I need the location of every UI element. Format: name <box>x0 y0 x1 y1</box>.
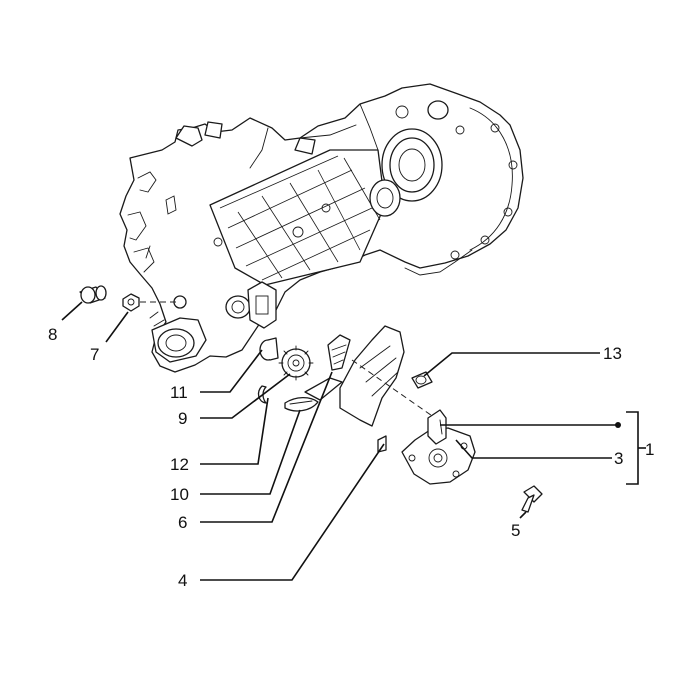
callout-6: 6 <box>178 513 187 532</box>
leader-lines <box>61 301 646 581</box>
part-4-screw <box>377 435 387 453</box>
callout-3: 3 <box>614 449 623 468</box>
assembly-dash-line-4 <box>351 359 439 421</box>
part-11-bush <box>259 337 279 361</box>
callout-11: 11 <box>170 383 188 402</box>
callout-5: 5 <box>511 521 520 540</box>
part-8-stud <box>79 285 107 304</box>
callout-4: 4 <box>178 571 187 590</box>
part-9-gear <box>278 345 314 381</box>
callout-12: 12 <box>170 455 189 474</box>
callout-8: 8 <box>48 325 57 344</box>
callout-7: 7 <box>90 345 99 364</box>
leader-dot <box>615 422 621 428</box>
part-5-bolt <box>521 485 543 513</box>
callout-13: 13 <box>603 344 622 363</box>
callout-9: 9 <box>178 409 187 428</box>
part-13-seal <box>411 371 433 389</box>
callout-10: 10 <box>170 485 189 504</box>
callout-1: 1 <box>645 440 654 459</box>
part-6-chain <box>327 334 351 371</box>
crankcase <box>119 83 524 373</box>
part-3-oil-pump <box>401 409 476 485</box>
part-7-nut <box>122 293 140 312</box>
part-4-cover <box>304 325 405 427</box>
part-10-sprocket <box>284 396 319 412</box>
